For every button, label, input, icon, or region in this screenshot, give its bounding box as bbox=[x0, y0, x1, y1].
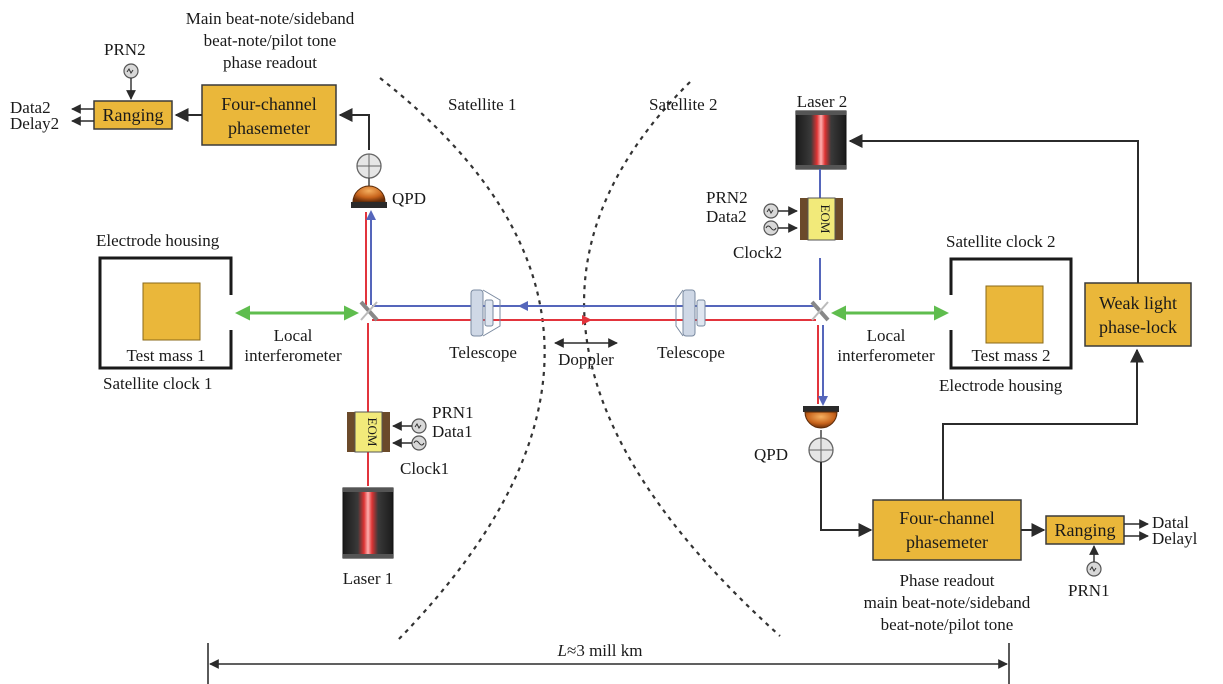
telescope-1-label: Telescope bbox=[449, 343, 517, 362]
local-interferometer-1-label: Local bbox=[274, 326, 313, 345]
svg-text:beat-note/pilot tone: beat-note/pilot tone bbox=[881, 615, 1014, 634]
prn2-label-eom: PRN2 bbox=[706, 188, 748, 207]
qpd-1-quadrant-icon bbox=[356, 153, 382, 179]
prn2-generator-eom-icon bbox=[763, 203, 779, 219]
delay2-out-label: Delay2 bbox=[10, 114, 59, 133]
weak-light-phase-lock-box: Weak light phase-lock bbox=[1084, 282, 1192, 347]
svg-text:EOM: EOM bbox=[818, 205, 833, 234]
telescope-2-label: Telescope bbox=[657, 343, 725, 362]
satellite-clock-2-label: Satellite clock 2 bbox=[946, 232, 1056, 251]
laser-2-label: Laser 2 bbox=[797, 92, 848, 111]
test-mass-2-label: Test mass 2 bbox=[971, 346, 1050, 365]
phasemeter2-to-phaselock-wire bbox=[942, 348, 1144, 500]
satellite-2-boundary bbox=[583, 81, 781, 637]
svg-text:Ranging: Ranging bbox=[103, 105, 164, 125]
prn1-label-bottom: PRN1 bbox=[1068, 581, 1110, 600]
beam-splitter-1 bbox=[359, 300, 379, 322]
phase-readout-1-label: Main beat-note/sideband beat-note/pilot … bbox=[186, 9, 355, 72]
svg-text:phase readout: phase readout bbox=[223, 53, 317, 72]
four-channel-phasemeter-2: Four-channel phasemeter bbox=[872, 499, 1022, 561]
local-interferometer-1-label-2: interferometer bbox=[244, 346, 342, 365]
local-interferometer-2-label: Local bbox=[867, 326, 906, 345]
qpd-2-detector-icon bbox=[803, 406, 839, 429]
eom-1: EOM bbox=[347, 411, 390, 453]
svg-text:Weak light: Weak light bbox=[1099, 293, 1177, 313]
electrode-housing-2-label: Electrode housing bbox=[939, 376, 1063, 395]
telescope-2-icon bbox=[675, 289, 706, 337]
svg-text:EOM: EOM bbox=[365, 418, 380, 447]
test-mass-1-label: Test mass 1 bbox=[126, 346, 205, 365]
data1-label-eom: Data1 bbox=[432, 422, 473, 441]
prn1-label-eom: PRN1 bbox=[432, 403, 474, 422]
satellite-2-label: Satellite 2 bbox=[649, 95, 717, 114]
qpd-2-label: QPD bbox=[754, 445, 788, 464]
clock2-generator-icon bbox=[763, 220, 779, 236]
beam-splitter-2 bbox=[810, 300, 830, 322]
doppler-label: Doppler bbox=[558, 350, 614, 369]
satellite-1-label: Satellite 1 bbox=[448, 95, 516, 114]
laser-1-icon bbox=[342, 487, 394, 559]
prn2-generator-icon bbox=[123, 63, 139, 79]
delay1-out-label: Delayl bbox=[1152, 529, 1198, 548]
phase-readout-2-label: Phase readout main beat-note/sideband be… bbox=[864, 571, 1031, 634]
clock1-generator-icon bbox=[411, 435, 427, 451]
qpd1-to-phasemeter-wire bbox=[338, 108, 370, 150]
phaselock-to-laser2-wire bbox=[848, 134, 1139, 283]
prn1-generator-bottom-icon bbox=[1086, 561, 1102, 577]
electrode-housing-1 bbox=[98, 256, 233, 370]
laser-2-icon bbox=[795, 110, 847, 170]
svg-text:Ranging: Ranging bbox=[1055, 520, 1116, 540]
svg-text:beat-note/pilot tone: beat-note/pilot tone bbox=[204, 31, 337, 50]
svg-text:Four-channel: Four-channel bbox=[221, 94, 317, 114]
qpd-2-quadrant-icon bbox=[808, 437, 834, 463]
laser-1-label: Laser 1 bbox=[343, 569, 394, 588]
qpd-1-label: QPD bbox=[392, 189, 426, 208]
prn2-label-top: PRN2 bbox=[104, 40, 146, 59]
electrode-housing-1-label: Electrode housing bbox=[96, 231, 220, 250]
svg-text:Phase readout: Phase readout bbox=[900, 571, 995, 590]
qpd2-to-phasemeter-wire bbox=[820, 462, 873, 537]
satellite-clock-1-label: Satellite clock 1 bbox=[103, 374, 213, 393]
data2-label-eom: Data2 bbox=[706, 207, 747, 226]
eom-2: EOM bbox=[800, 197, 843, 241]
local-interferometer-2-label-2: interferometer bbox=[837, 346, 935, 365]
test-mass-1-block bbox=[142, 282, 201, 341]
electrode-housing-2 bbox=[949, 257, 1073, 370]
clock1-label: Clock1 bbox=[400, 459, 449, 478]
svg-text:Four-channel: Four-channel bbox=[899, 508, 995, 528]
four-channel-phasemeter-1: Four-channel phasemeter bbox=[201, 84, 337, 146]
arm-length-label: L≈3 mill km bbox=[557, 641, 643, 660]
ranging-box-1: Ranging bbox=[93, 100, 173, 130]
qpd-1-detector-icon bbox=[351, 185, 387, 208]
svg-text:main beat-note/sideband: main beat-note/sideband bbox=[864, 593, 1031, 612]
prn1-generator-icon bbox=[411, 418, 427, 434]
data1-out-label: Datal bbox=[1152, 513, 1189, 532]
ranging-box-2: Ranging bbox=[1045, 515, 1125, 545]
svg-text:phasemeter: phasemeter bbox=[228, 118, 310, 138]
telescope-1-icon bbox=[470, 289, 501, 337]
clock2-label: Clock2 bbox=[733, 243, 782, 262]
svg-text:phase-lock: phase-lock bbox=[1099, 317, 1177, 337]
svg-text:phasemeter: phasemeter bbox=[906, 532, 988, 552]
data2-out-label: Data2 bbox=[10, 98, 51, 117]
svg-text:Main beat-note/sideband: Main beat-note/sideband bbox=[186, 9, 355, 28]
test-mass-2-block bbox=[985, 285, 1044, 344]
